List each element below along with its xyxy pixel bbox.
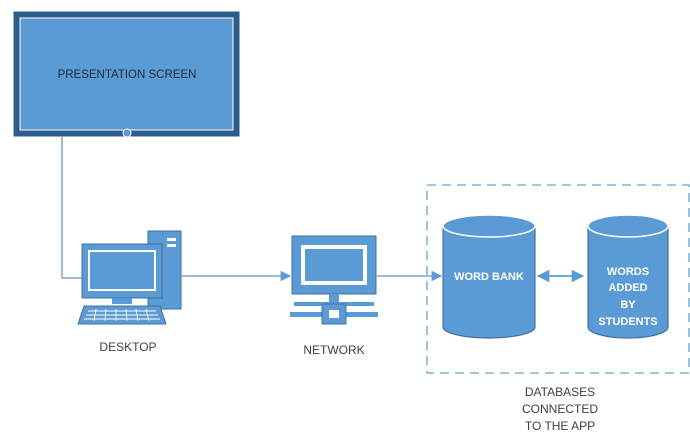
presentation-screen: PRESENTATION SCREEN	[13, 11, 240, 138]
database-cylinder-icon	[587, 214, 669, 339]
student-words-label-line-2: ADDED	[608, 282, 647, 294]
databases-caption-line-1: DATABASES	[525, 385, 595, 399]
word-bank-database: WORD BANK	[442, 214, 536, 339]
database-cylinder-icon	[442, 214, 536, 339]
connector-screen-desktop	[61, 136, 82, 279]
network-label: NETWORK	[303, 343, 364, 357]
screen-port-icon	[122, 128, 132, 138]
word-bank-label: WORD BANK	[454, 271, 524, 283]
student-words-database: WORDS ADDED BY STUDENTS	[587, 214, 669, 339]
presentation-screen-label: PRESENTATION SCREEN	[58, 69, 197, 81]
desktop-label: DESKTOP	[99, 340, 156, 354]
databases-caption-line-3: TO THE APP	[525, 419, 595, 433]
student-words-label-line-3: BY	[620, 299, 636, 311]
student-words-label-line-4: STUDENTS	[598, 316, 657, 328]
desktop-computer-icon	[77, 230, 182, 325]
databases-caption-line-2: CONNECTED	[522, 402, 598, 416]
network-terminal-icon	[290, 235, 378, 325]
student-words-label-line-1: WORDS	[607, 266, 649, 278]
